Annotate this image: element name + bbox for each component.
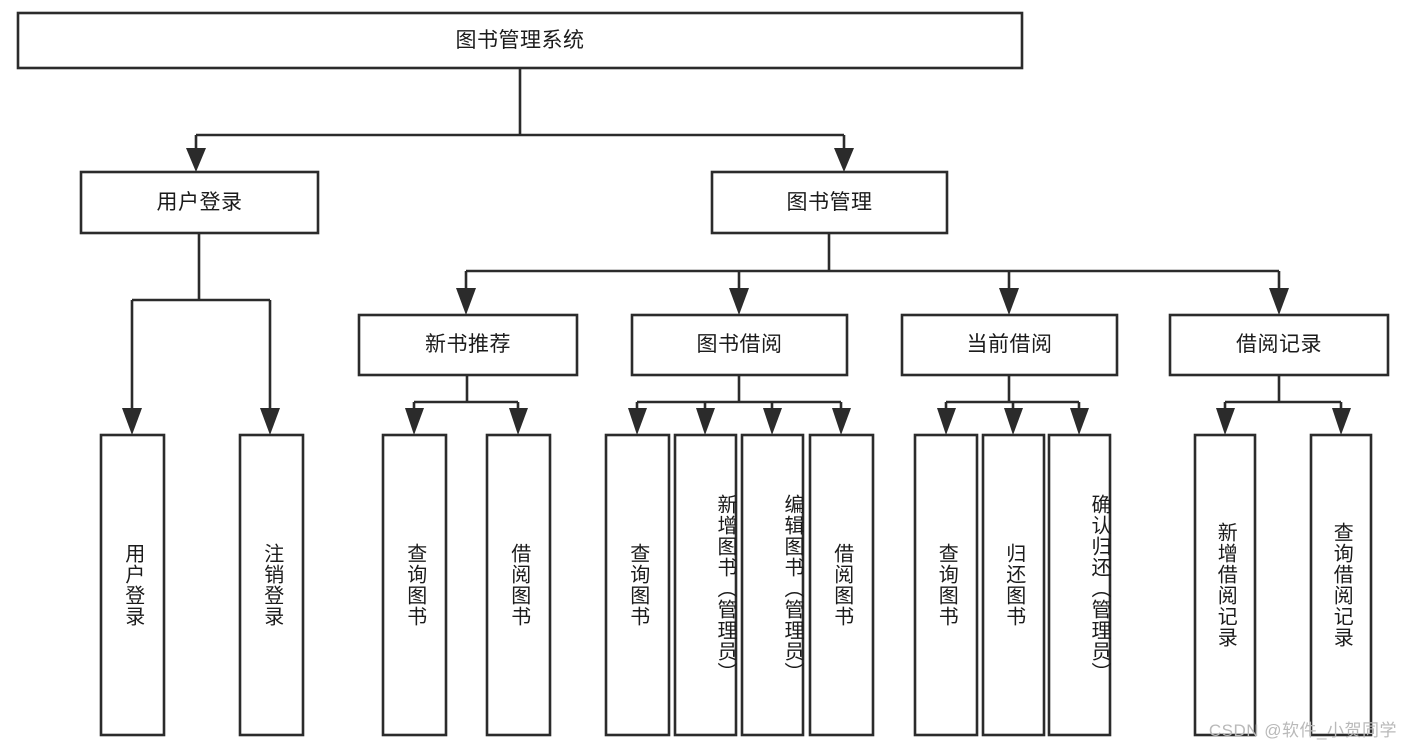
connector-current-borrow-to-leaves bbox=[937, 375, 1089, 435]
connector-new-book-recommend-to-leaves bbox=[405, 375, 528, 435]
node-box-book-borrow[interactable] bbox=[630, 313, 849, 377]
node-box-leaf-add-book[interactable] bbox=[673, 433, 738, 737]
node-box-root[interactable] bbox=[16, 11, 1024, 70]
node-box-leaf-borrow-book-2[interactable] bbox=[808, 433, 875, 737]
node-box-leaf-add-record[interactable] bbox=[1193, 433, 1257, 737]
connector-root-to-level2 bbox=[186, 68, 854, 172]
node-box-leaf-return-book[interactable] bbox=[981, 433, 1046, 737]
connector-user-login-to-leaves bbox=[122, 233, 280, 435]
node-box-user-login[interactable] bbox=[79, 170, 320, 235]
node-box-leaf-query-book-1[interactable] bbox=[381, 433, 448, 737]
node-box-leaf-user-logout[interactable] bbox=[238, 433, 305, 737]
node-box-leaf-borrow-book-1[interactable] bbox=[485, 433, 552, 737]
node-box-leaf-confirm-return[interactable] bbox=[1047, 433, 1112, 737]
node-box-new-book-recommend[interactable] bbox=[357, 313, 579, 377]
node-box-book-management[interactable] bbox=[710, 170, 949, 235]
connector-borrow-record-to-leaves bbox=[1216, 375, 1351, 435]
node-box-leaf-user-login[interactable] bbox=[99, 433, 166, 737]
connector-book-borrow-to-leaves bbox=[628, 375, 851, 435]
node-box-leaf-query-book-3[interactable] bbox=[913, 433, 979, 737]
node-box-borrow-record[interactable] bbox=[1168, 313, 1390, 377]
node-box-leaf-query-record[interactable] bbox=[1309, 433, 1373, 737]
node-box-leaf-query-book-2[interactable] bbox=[604, 433, 671, 737]
node-box-leaf-edit-book[interactable] bbox=[740, 433, 805, 737]
node-box-current-borrow[interactable] bbox=[900, 313, 1119, 377]
connector-book-management-to-level3 bbox=[456, 233, 1289, 315]
